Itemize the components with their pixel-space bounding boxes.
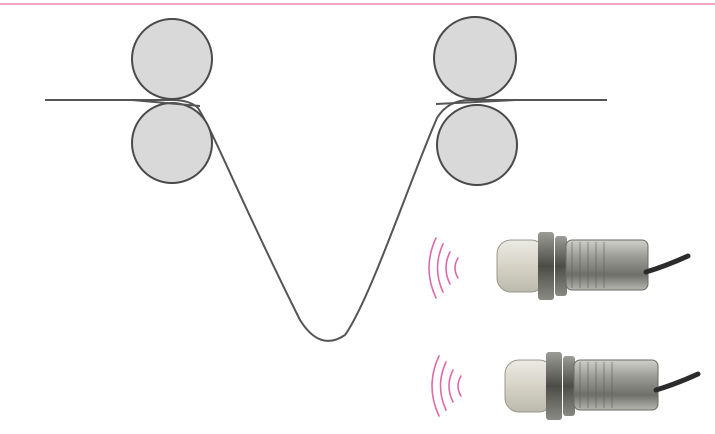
signal-waves-icon [428,237,459,299]
proximity-sensor-lower [504,352,701,420]
roller-right-bottom [436,104,518,186]
sensor-body [573,359,659,411]
roller-right-top [433,16,517,100]
roller-left-top [131,18,213,100]
proximity-sensor-upper [496,232,691,300]
web-nip-right [435,99,517,105]
sensor-face [504,359,554,413]
sensor-face [496,239,546,293]
sensor-cable [653,371,701,393]
sensor-nut [538,232,554,300]
sensor-nut [555,236,567,296]
roller-left-bottom [131,102,213,184]
sensor-nut [563,356,575,416]
sensor-cable [643,253,691,275]
signal-waves-icon [431,355,462,417]
sensor-nut [546,352,562,420]
sensor-body [565,239,649,291]
web-material-line [45,99,607,342]
web-nip-left [131,99,201,107]
